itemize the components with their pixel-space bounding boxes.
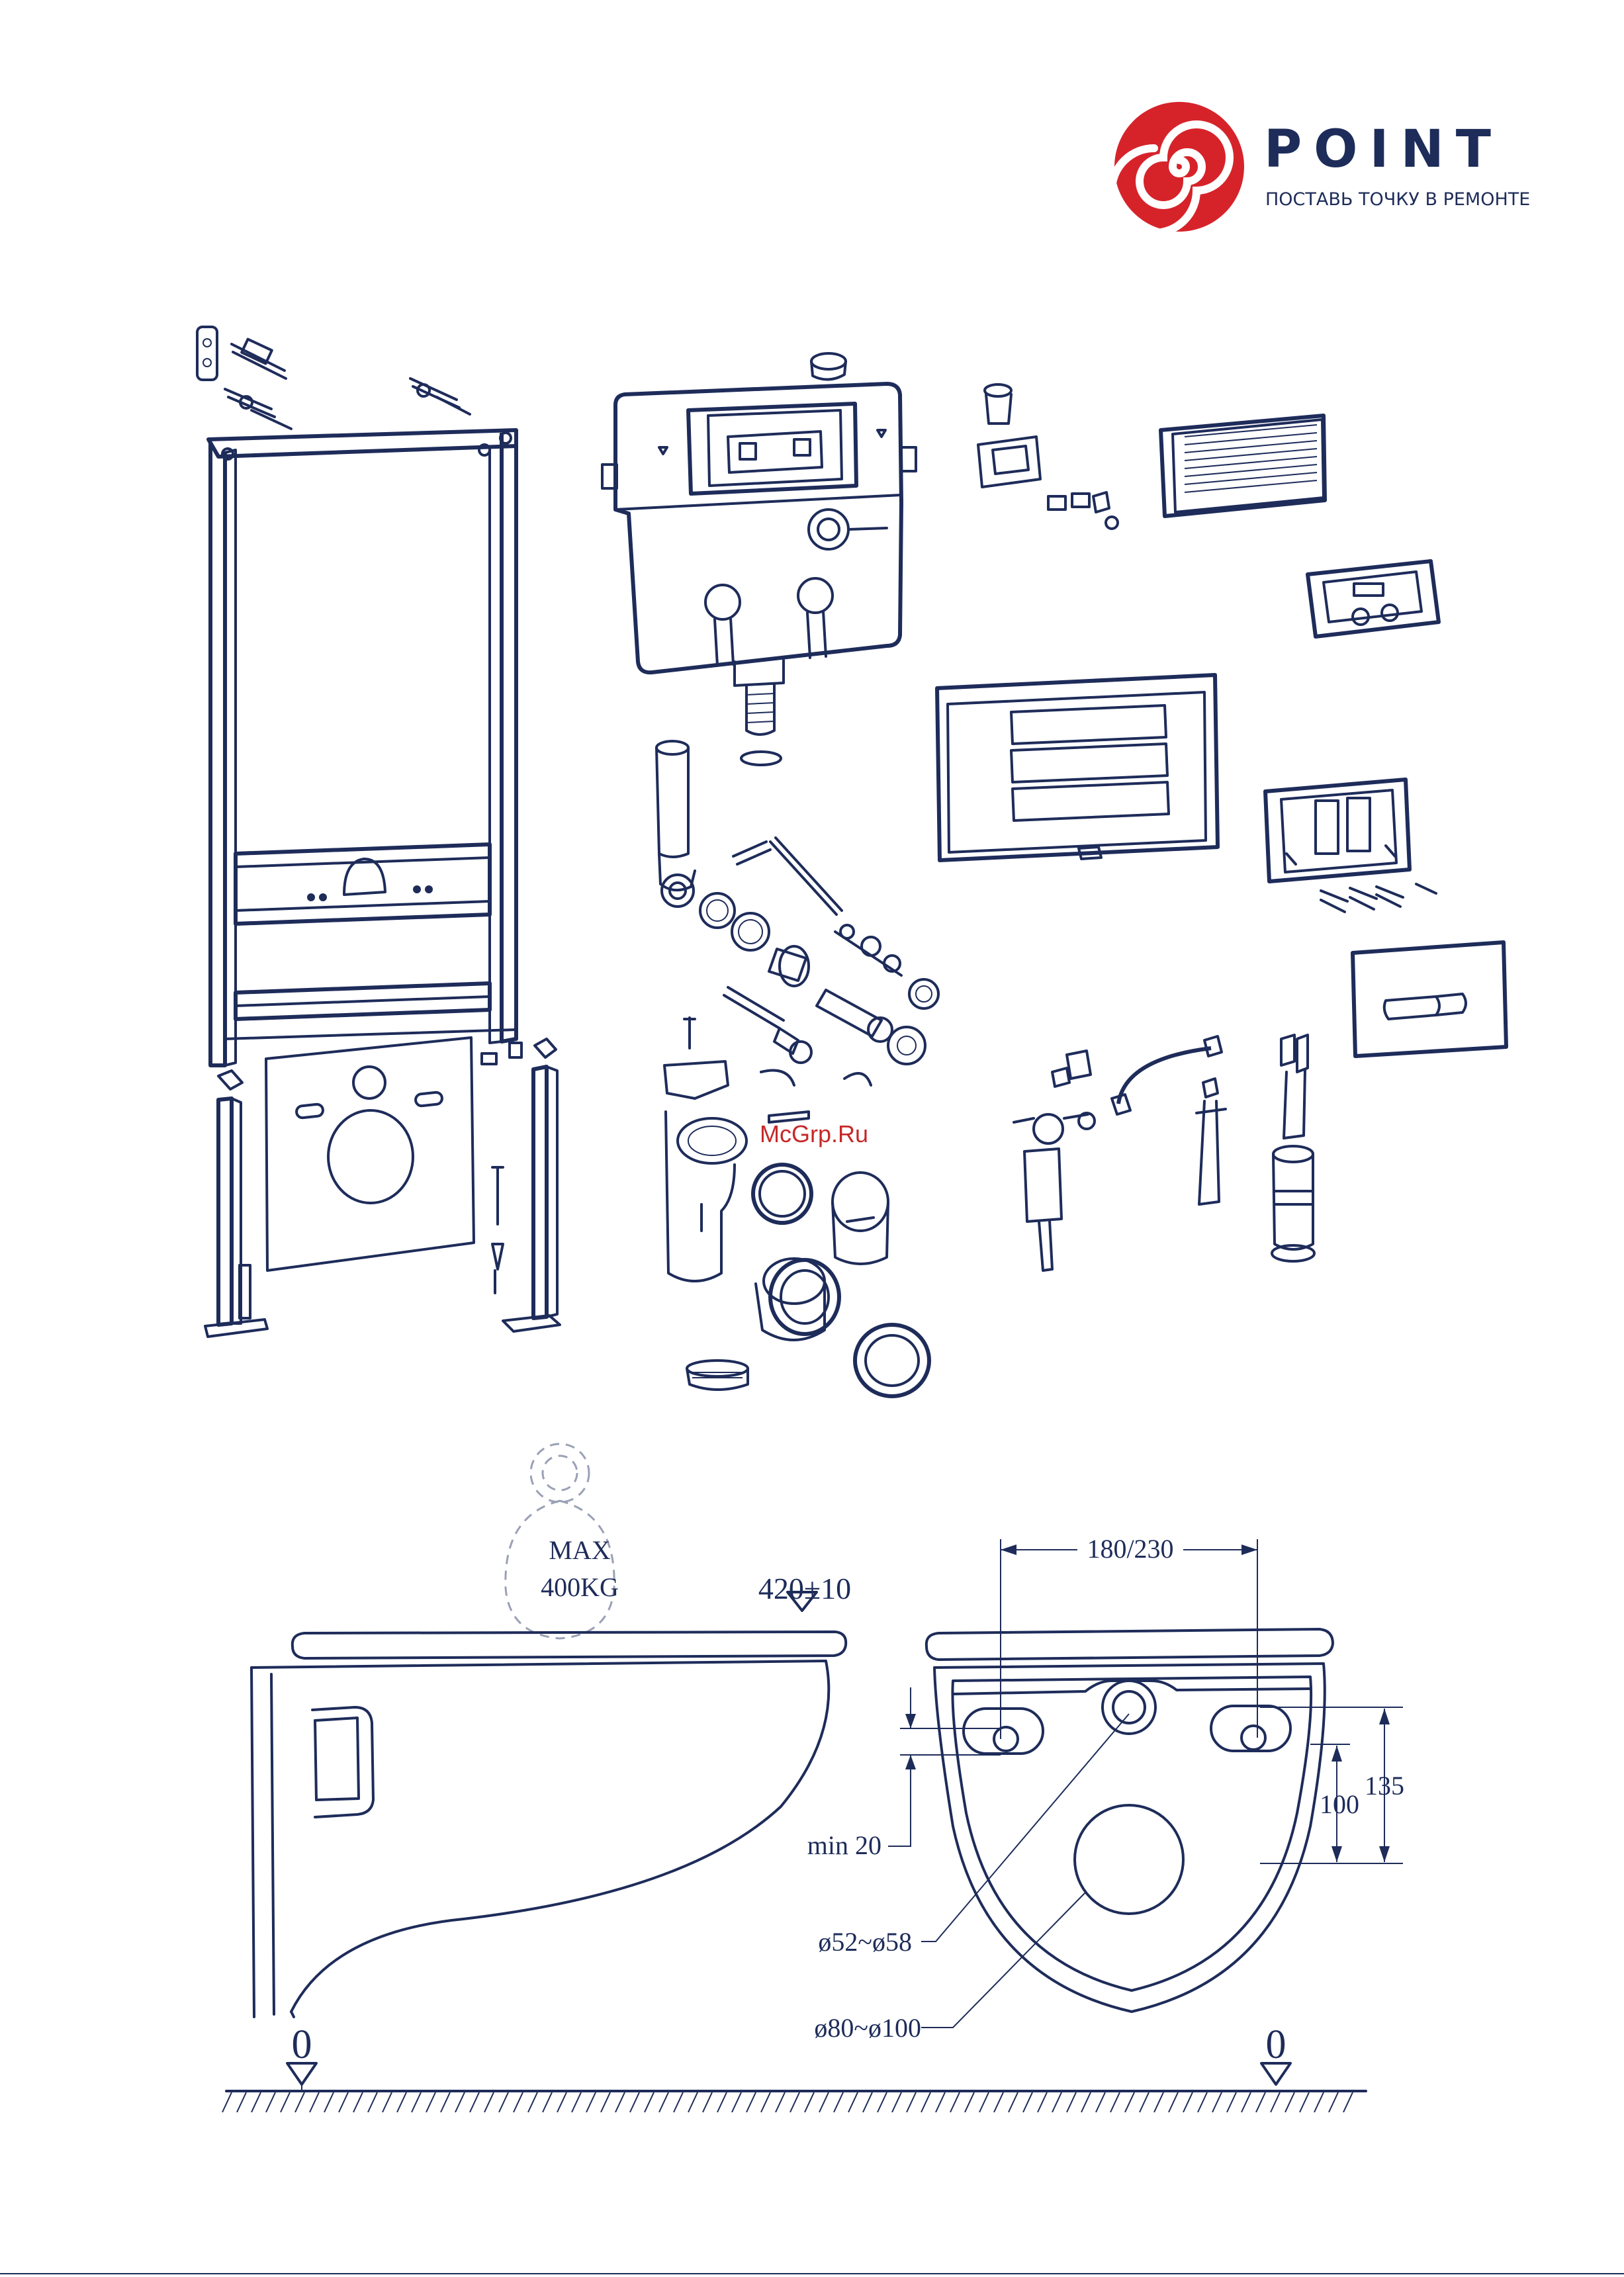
- anchor-bolts-top-left: [225, 339, 291, 429]
- max-load-value: 400KG: [541, 1572, 619, 1602]
- brand-tagline: ПОСТАВЬ ТОЧКУ В РЕМОНТЕ: [1265, 189, 1530, 210]
- drain-pipe-fittings: [656, 741, 938, 1064]
- pipe-small-diameter: ø52~ø58: [818, 1927, 912, 1957]
- floor-zero-left: 0: [292, 2022, 312, 2067]
- watermark: McGrp.Ru: [760, 1120, 868, 1147]
- adjustment-screws: [492, 1167, 503, 1293]
- flush-rod: [1196, 1079, 1226, 1204]
- fill-valve: [1014, 1051, 1095, 1271]
- inspection-frame: [937, 675, 1218, 860]
- toilet-connection-elbow: [664, 1061, 871, 1281]
- dimension-100: 100: [1320, 1789, 1359, 1819]
- stud-spacing-dimension-lines: [1001, 1539, 1257, 1739]
- inspection-box: [1161, 416, 1325, 516]
- floor-hatching: [222, 2091, 1366, 2112]
- max-load-label: MAX: [549, 1535, 610, 1565]
- frame-leg-left: [205, 1071, 267, 1337]
- dimension-135: 135: [1365, 1771, 1404, 1801]
- cistern-tank: [602, 353, 916, 765]
- spiral-logo-icon: [1112, 102, 1244, 233]
- frame-leg-right: [482, 1039, 560, 1331]
- flush-mechanism-parts: [978, 384, 1118, 529]
- flush-valve: [1272, 1035, 1314, 1261]
- brand-name: POINT: [1264, 120, 1503, 179]
- seat-height-dimension: 420±10: [758, 1572, 851, 1605]
- pipe-seals-and-connectors: [687, 1165, 929, 1396]
- anchor-bolts-top-right: [410, 379, 470, 414]
- min-clearance-dimension: min 20: [807, 1830, 881, 1860]
- floor-level-markers: [287, 2063, 1290, 2091]
- flush-button-plate: [1353, 942, 1506, 1056]
- floor-zero-right: 0: [1266, 2022, 1286, 2067]
- toilet-back-view: [926, 1629, 1333, 2012]
- sound-insulation-pad: [266, 1038, 474, 1271]
- installation-frame: [197, 327, 560, 1337]
- toilet-side-view: [251, 1632, 846, 2017]
- button-mounting-plate-large: [1265, 780, 1436, 912]
- brand-logo: POINT ПОСТАВЬ ТОЧКУ В РЕМОНТЕ: [1112, 102, 1530, 233]
- wall-bracket-left: [197, 327, 217, 380]
- stud-spacing-dimension: 180/230: [1087, 1534, 1173, 1564]
- pipe-large-diameter: ø80~ø100: [814, 2013, 921, 2043]
- button-mounting-plate-small: [1308, 561, 1439, 637]
